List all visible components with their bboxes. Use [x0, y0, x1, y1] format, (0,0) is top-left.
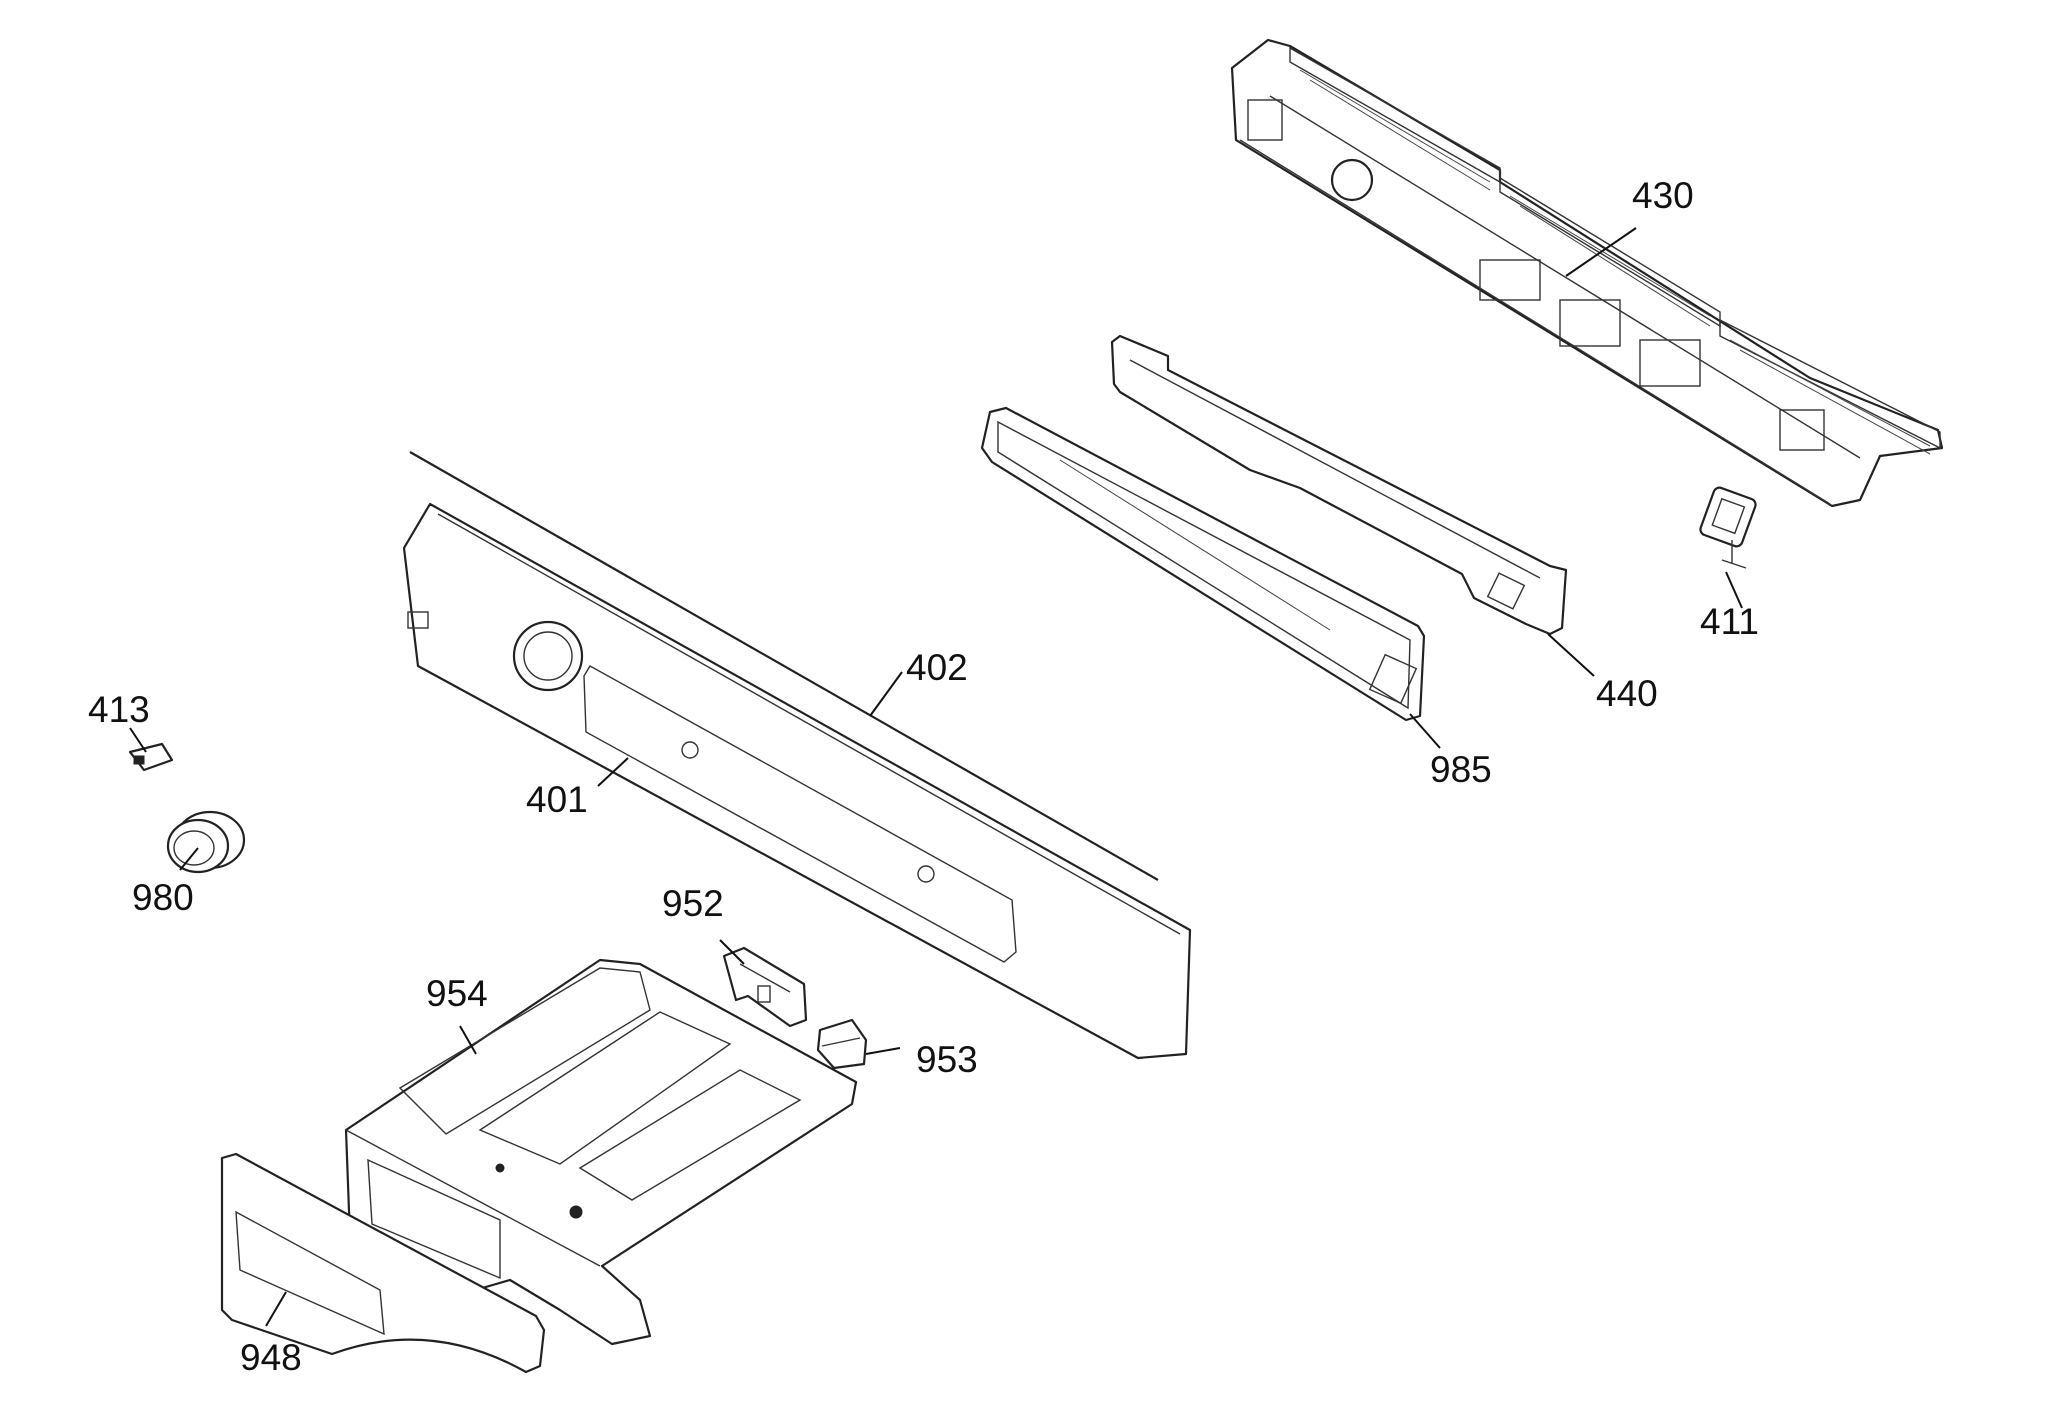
leader-411: [1725, 571, 1743, 609]
part-411-bracket: [1699, 486, 1757, 569]
callout-411: 411: [1700, 601, 1759, 642]
callout-954: 954: [426, 973, 488, 1014]
callout-948: 948: [240, 1337, 302, 1378]
callout-401: 401: [526, 779, 588, 820]
leader-430: [1565, 227, 1637, 277]
callout-953: 953: [916, 1039, 978, 1080]
part-952-lever: [722, 946, 808, 1028]
callout-402: 402: [906, 647, 968, 688]
callout-985: 985: [1430, 749, 1492, 790]
callout-440: 440: [1596, 673, 1658, 714]
leader-985: [1409, 713, 1441, 749]
part-413-clip: [128, 742, 174, 772]
part-430-control-module: [1230, 38, 1944, 508]
part-980-knob: [166, 810, 246, 874]
leader-953: [865, 1047, 901, 1055]
leader-954: [459, 1025, 477, 1055]
leader-402: [869, 671, 903, 717]
callout-952: 952: [662, 883, 724, 924]
part-401-control-panel: [402, 502, 1192, 1060]
part-948-drawer-front: [220, 1152, 546, 1374]
part-402-strip: [409, 451, 1159, 881]
callout-413: 413: [88, 689, 150, 730]
callout-labels: 430 411 440 985 402 401 413 980 952 954 …: [88, 175, 1759, 1378]
callout-430: 430: [1632, 175, 1694, 216]
callout-980: 980: [132, 877, 194, 918]
part-985-display-frame: [980, 406, 1426, 722]
part-440-overlay-foil: [1110, 334, 1568, 636]
leader-440: [1547, 633, 1595, 677]
leader-980: [179, 847, 199, 871]
part-953-cap: [816, 1018, 868, 1070]
leader-401: [597, 757, 629, 787]
leader-lines: [129, 227, 1743, 1327]
leader-952: [719, 939, 745, 965]
leader-948: [265, 1291, 287, 1327]
leader-413: [129, 727, 147, 753]
